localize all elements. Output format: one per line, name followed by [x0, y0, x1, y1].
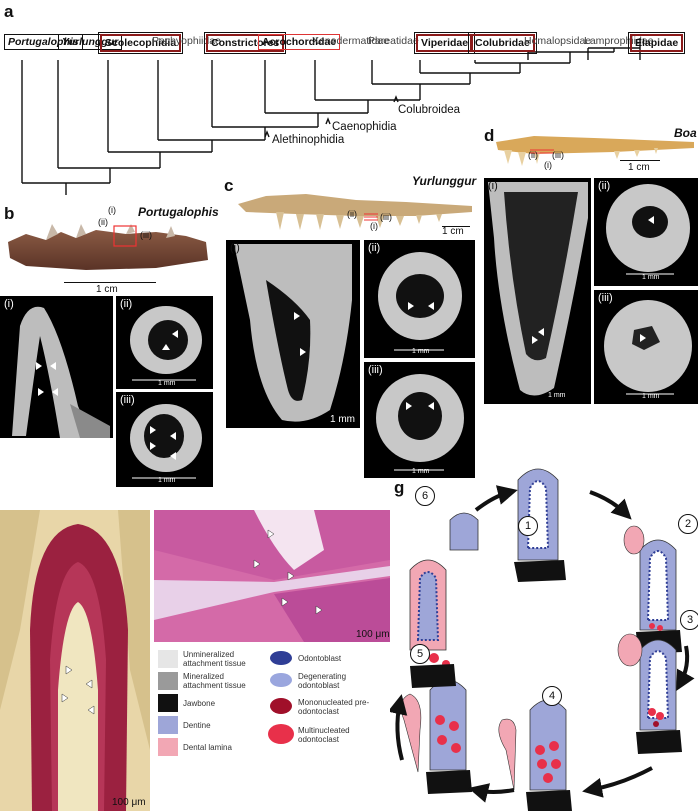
- taxon-label: Xenodermatidae: [312, 35, 390, 47]
- taxon-label: Portugalophis: [4, 34, 83, 50]
- panel-label-d: d: [484, 126, 495, 145]
- legend-swatch: [158, 694, 178, 712]
- legend-cell-icons: [268, 651, 294, 744]
- subpanel-label: (ii): [598, 180, 611, 192]
- ct-slice-d-iii: (iii) 1 mm: [594, 290, 698, 404]
- specimen-title: Boa: [674, 126, 697, 140]
- ct-slice-b-iii: (iii) 1 mm: [116, 392, 213, 487]
- legend-swatch: [158, 650, 178, 668]
- taxon-label: Constrictores: [203, 32, 287, 54]
- scale-label: 100 μm: [112, 797, 146, 808]
- taxon-label: Elapidae: [627, 32, 686, 54]
- legend-label: Degenerating odontoblast: [298, 672, 347, 690]
- legend-swatch: [158, 738, 178, 756]
- callout-label: (ii): [98, 217, 108, 227]
- legend-label: Dentine: [183, 721, 211, 730]
- portugalophis-jaw-photo: [8, 224, 208, 270]
- legend-label: Unmineralized attachment tissue: [183, 650, 246, 668]
- subpanel-label: (i): [4, 298, 14, 310]
- scale-label: 1 mm: [412, 348, 430, 355]
- cycle-step-number: 2: [678, 514, 698, 534]
- scale-label: 1 mm: [330, 414, 355, 425]
- taxon-label: Homalopsidae: [524, 35, 592, 47]
- taxon-label: Yurlunggur: [58, 34, 123, 50]
- subpanel-label: (iii): [120, 394, 135, 406]
- taxon-label: Pareatidae: [368, 35, 419, 47]
- cycle-step-number: 4: [542, 686, 562, 706]
- clade-colubroidea: Colubroidea: [398, 104, 461, 116]
- clade-alethinophidia: Alethinophidia: [272, 134, 345, 146]
- histology-f: [154, 510, 390, 642]
- scale-label: 1 mm: [158, 477, 176, 484]
- taxon-label: Scolecophidia: [97, 32, 184, 54]
- callout-label: (ii): [347, 209, 357, 219]
- cycle-step-number: 5: [410, 644, 430, 664]
- legend-label: Odontoblast: [298, 654, 342, 663]
- scale-bar: [620, 160, 660, 161]
- subpanel-label: (ii): [368, 242, 381, 254]
- scale-label: 100 μm: [356, 629, 390, 640]
- taxon-label: Colubridae: [468, 32, 537, 54]
- boa-jaw-photo: [496, 136, 694, 166]
- taxon-label: Acrochordidae: [258, 34, 341, 50]
- scale-label: 1 cm: [442, 226, 464, 237]
- scale-bar: [64, 282, 156, 283]
- panel-label-a: a: [4, 2, 14, 21]
- legend-label: Mineralized attachment tissue: [183, 672, 246, 690]
- subpanel-label: (i): [230, 242, 240, 254]
- clade-caenophidia: Caenophidia: [332, 121, 397, 133]
- callout-label: (i): [370, 221, 378, 231]
- panel-label-c: c: [224, 176, 234, 195]
- scale-label: 1 mm: [412, 468, 430, 475]
- ct-slice-b-ii: (ii) 1 mm: [116, 296, 213, 389]
- ct-slice-c-ii: (ii) 1 mm: [364, 240, 475, 358]
- scale-label: 1 mm: [548, 392, 566, 399]
- scale-label: 1 mm: [158, 380, 176, 387]
- phylogeny-tree: [21, 38, 641, 195]
- tooth-replacement-cycle: [390, 468, 695, 811]
- ct-slice-d-ii: (ii) 1 mm: [594, 178, 698, 286]
- callout-label: (ii): [528, 150, 538, 160]
- ct-slice-d-i: (i) 1 mm: [484, 178, 591, 404]
- subpanel-label: (ii): [120, 298, 133, 310]
- legend-label: Mononucleated pre-odontoclast: [298, 698, 370, 716]
- callout-label: (i): [108, 205, 116, 215]
- specimen-title: Yurlunggur: [412, 174, 477, 188]
- legend-swatch: [158, 672, 178, 690]
- panel-label-g: g: [394, 478, 405, 497]
- taxon-label: Pachyophiidae: [152, 35, 221, 47]
- legend-swatch: [158, 716, 178, 734]
- cycle-step-number: 3: [680, 610, 698, 630]
- scale-bar: [442, 226, 470, 227]
- yurlunggur-jaw-photo: [238, 194, 472, 230]
- taxon-label: Viperidae: [413, 32, 476, 54]
- specimen-title: Portugalophis: [138, 205, 219, 219]
- callout-label: (iii): [380, 212, 392, 222]
- ct-slice-b-i: (i): [0, 296, 113, 438]
- scale-label: 1 cm: [96, 284, 118, 295]
- ct-slice-c-iii: (iii) 1 mm: [364, 362, 475, 478]
- cycle-step-number: 1: [518, 516, 538, 536]
- scale-label: 1 cm: [628, 162, 650, 173]
- histology-e: [0, 510, 150, 811]
- taxon-label: Lamprophiidae: [584, 35, 654, 47]
- subpanel-label: (iii): [598, 292, 613, 304]
- panel-label-b: b: [4, 204, 15, 223]
- callout-label: (iii): [140, 230, 152, 240]
- scale-label: 1 mm: [642, 393, 660, 400]
- ct-slice-c-i: (i) 1 mm: [226, 240, 360, 428]
- legend-label: Multinucleated odontoclast: [298, 726, 350, 744]
- legend-label: Dental lamina: [183, 743, 232, 752]
- callout-label: (iii): [552, 150, 564, 160]
- legend-label: Jawbone: [183, 699, 216, 708]
- subpanel-label: (iii): [368, 364, 383, 376]
- cycle-step-number: 6: [415, 486, 435, 506]
- callout-label: (i): [544, 160, 552, 170]
- subpanel-label: (i): [488, 180, 498, 192]
- scale-label: 1 mm: [642, 274, 660, 281]
